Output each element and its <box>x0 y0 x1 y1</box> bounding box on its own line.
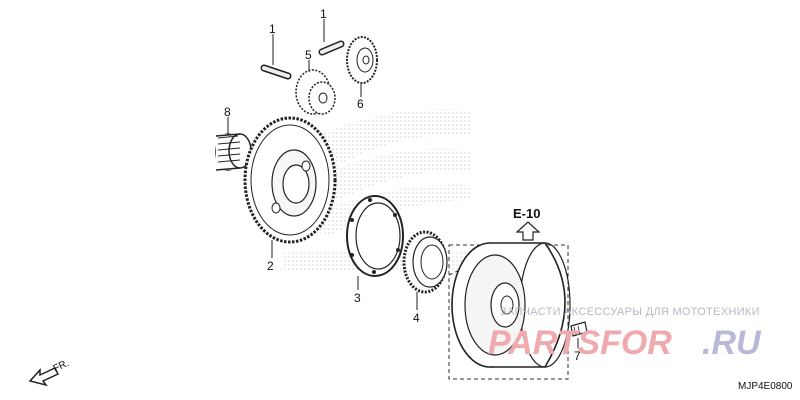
part-label: 3 <box>354 291 361 305</box>
watermark-tagline: ЗАПЧАСТИ АКСЕССУАРЫ ДЛЯ МОТОТЕХНИКИ <box>500 306 760 318</box>
part-label: 4 <box>413 311 420 325</box>
front-arrow-icon <box>28 367 60 387</box>
part-label: 6 <box>357 97 364 111</box>
section-reference: E-10 <box>513 206 541 241</box>
watermark: ЗАПЧАСТИ АКСЕССУАРЫ ДЛЯ МОТОТЕХНИКИ PART… <box>488 306 762 362</box>
watermark-brand: PARTSFOR <box>488 324 672 362</box>
part-label: 7 <box>574 349 581 363</box>
leader-lines <box>227 19 579 348</box>
up-arrow-icon <box>515 221 541 241</box>
watermark-brand-suffix: .RU <box>702 324 762 362</box>
one-way-clutch-outer-part-3 <box>346 195 404 277</box>
part-label: 8 <box>224 105 231 119</box>
one-way-clutch-part-4 <box>402 230 448 294</box>
diagram-code: MJP4E0800 <box>738 381 793 392</box>
part-label: 1 <box>269 22 276 36</box>
idle-gear-part-5 <box>295 69 336 115</box>
part-label: 2 <box>267 259 274 273</box>
front-label: FR. <box>52 358 71 375</box>
pin-part-1-lower <box>260 64 292 80</box>
needle-bearing-part-8 <box>215 133 252 171</box>
starter-driven-gear-part-2 <box>243 116 337 244</box>
part-label: 1 <box>320 7 327 21</box>
pin-part-1-upper <box>318 40 345 56</box>
part-labels: 1 1 2 3 4 5 6 7 8 <box>224 7 581 363</box>
flywheel-bolt-part-7 <box>570 321 588 337</box>
reduction-gear-part-6 <box>346 36 378 84</box>
flywheel-assembly <box>451 242 571 368</box>
front-direction-indicator: FR. <box>28 358 71 387</box>
section-ref-label: E-10 <box>513 206 540 221</box>
part-label: 5 <box>305 48 312 62</box>
